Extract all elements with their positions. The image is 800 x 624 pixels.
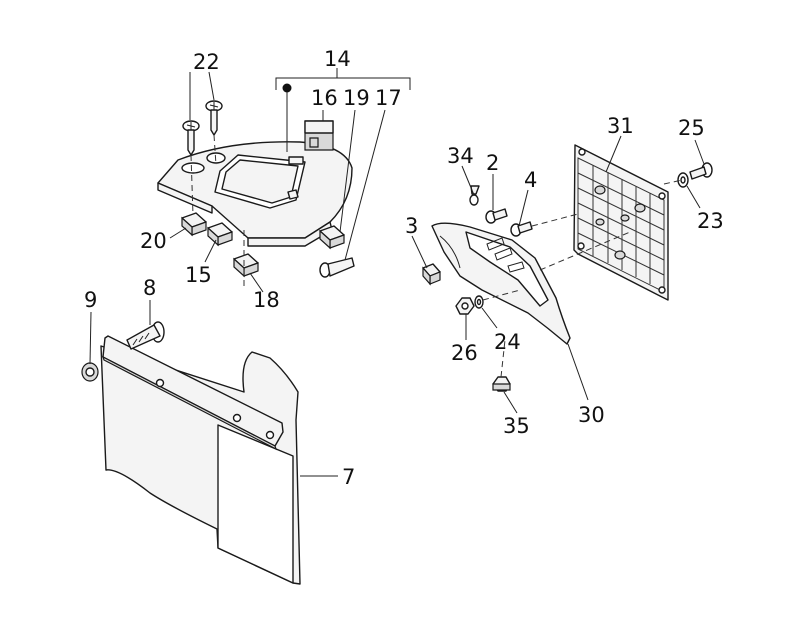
axis-line (190, 154, 194, 216)
reference-dot (282, 83, 292, 93)
nut-18 (233, 253, 259, 278)
bracket-bar (101, 335, 284, 451)
axis-line (213, 134, 217, 166)
callout-16: 16 (311, 86, 338, 110)
callout-22: 22 (193, 50, 220, 74)
undertray-plate (157, 141, 353, 247)
callout-9: 9 (84, 288, 97, 312)
washer-23 (677, 172, 689, 188)
mudflap-7 (100, 345, 301, 585)
callout-15: 15 (185, 263, 212, 287)
callout-23: 23 (697, 209, 724, 233)
callout-20: 20 (140, 229, 167, 253)
callout-18: 18 (253, 288, 280, 312)
nut-9 (81, 362, 99, 382)
callout-34: 34 (447, 144, 474, 168)
plate-holder-31 (573, 144, 669, 301)
callout-4: 4 (524, 168, 537, 192)
callout-14: 14 (324, 47, 351, 71)
callout-31: 31 (607, 114, 634, 138)
callout-7: 7 (342, 465, 355, 489)
screw-22a (182, 120, 200, 156)
callout-8: 8 (143, 276, 156, 300)
bolt-8 (126, 321, 165, 350)
callout-24: 24 (494, 330, 521, 354)
nut-35 (492, 376, 511, 392)
callout-17: 17 (375, 86, 402, 110)
screw-22b (205, 100, 223, 136)
bolt-4 (510, 221, 533, 237)
axis-line (531, 213, 579, 227)
nut-19 (319, 225, 345, 250)
callout-19: 19 (343, 86, 370, 110)
callout-2: 2 (486, 151, 499, 175)
axis-line (663, 179, 683, 185)
clip-3 (422, 263, 441, 286)
callout-3: 3 (405, 214, 418, 238)
fender-30 (431, 222, 571, 345)
callout-35: 35 (503, 414, 530, 438)
callout-30: 30 (578, 403, 605, 427)
callout-26: 26 (451, 341, 478, 365)
axis-line (539, 231, 631, 271)
clip-16 (304, 120, 334, 151)
rivet-17 (319, 257, 355, 278)
leader-lines (89, 68, 705, 477)
callout-25: 25 (678, 116, 705, 140)
axis-line (482, 289, 521, 301)
washer-24 (474, 295, 484, 309)
axis-line (500, 339, 506, 378)
bolt-2 (485, 208, 508, 224)
nut-20 (181, 212, 207, 237)
bolt-25 (689, 162, 713, 180)
nut-15 (207, 222, 233, 247)
nut-26 (455, 297, 475, 315)
